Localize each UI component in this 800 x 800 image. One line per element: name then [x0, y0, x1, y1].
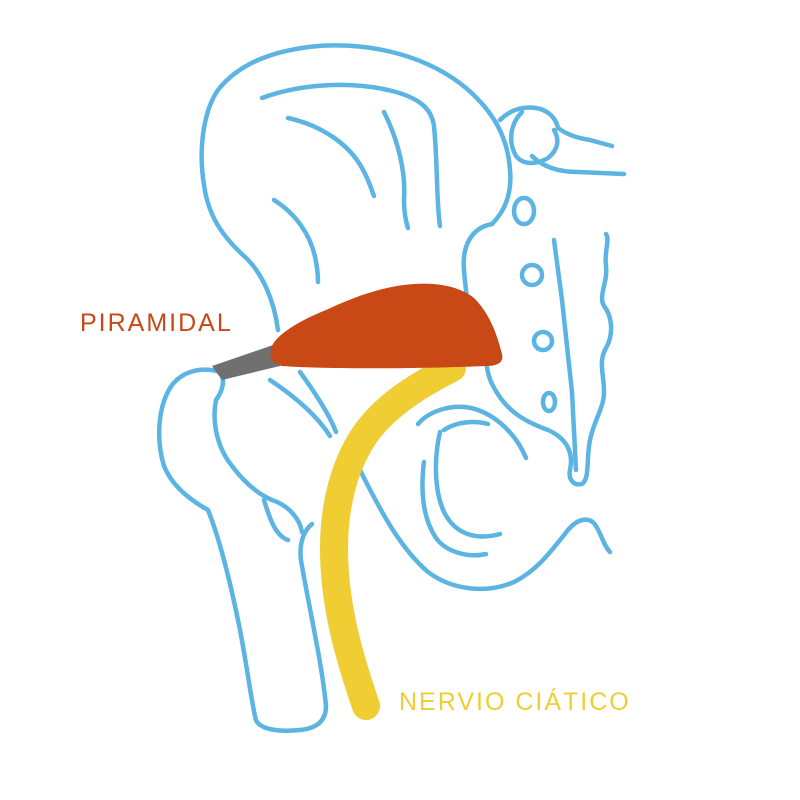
ilium-outline	[199, 43, 513, 333]
sciatic-nerve-label: NERVIO CIÁTICO	[399, 688, 631, 716]
femur-outline	[156, 367, 333, 733]
ischium-pubis-outline	[297, 369, 613, 592]
piriformis-label: PIRAMIDAL	[80, 309, 233, 337]
sacrum-outline	[461, 105, 627, 487]
piriformis-tendon	[212, 344, 280, 380]
sciatic-nerve	[320, 354, 466, 720]
piriformis-muscle	[270, 283, 503, 369]
